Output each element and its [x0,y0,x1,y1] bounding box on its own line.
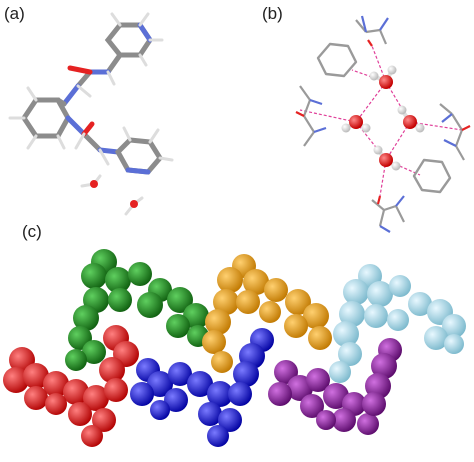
molecule-orange [202,254,332,373]
panel-label-b: (b) [262,4,283,23]
molecule-skyblue [329,264,466,383]
water-molecules-a [80,174,144,216]
molecule-structure-a [8,12,174,175]
panel-label-a: (a) [4,4,25,23]
molecule-blue [130,328,274,447]
molecule-green [65,249,209,371]
panel-label-c: (c) [22,222,42,241]
molecule-red [3,325,139,447]
hbond-network-b [295,15,471,233]
molecule-purple [268,338,402,435]
